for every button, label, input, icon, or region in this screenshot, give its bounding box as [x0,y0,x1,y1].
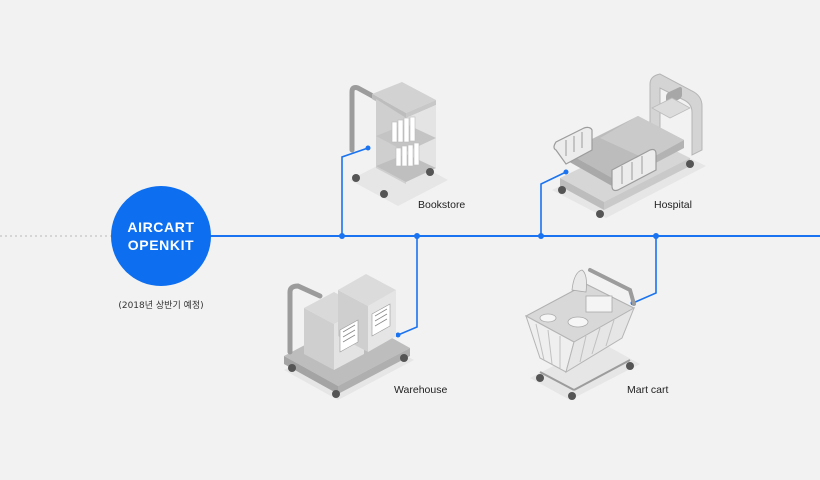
label-mart-cart: Mart cart [627,384,669,396]
connector-hospital [540,171,567,236]
bookstore-cart-illustration [349,82,448,206]
label-hospital: Hospital [654,199,692,211]
hospital-bed-illustration [552,73,706,218]
connector-mart [632,236,657,304]
hub-title-line2: OPENKIT [128,237,194,253]
label-warehouse: Warehouse [394,384,447,396]
mart-cart-illustration [524,268,640,400]
warehouse-cart-illustration [284,274,414,400]
label-bookstore: Bookstore [418,199,465,211]
aircart-openkit-hub: AIRCART OPENKIT [111,186,211,286]
hub-title-line1: AIRCART [127,219,194,235]
branch-connectors [341,147,657,336]
hub-caption: (2018년 상반기 예정) [118,300,203,311]
connector-warehouse [397,236,418,336]
connector-bookstore [341,147,369,236]
